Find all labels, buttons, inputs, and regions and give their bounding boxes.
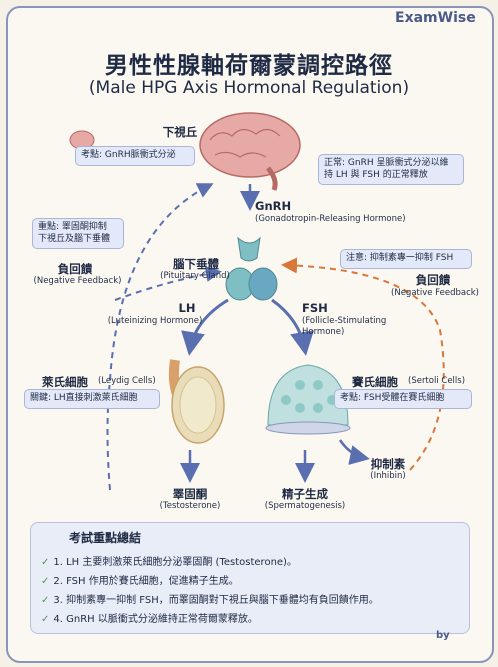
neg-feedback-right-sub: (Negative Feedback): [391, 288, 479, 298]
fsh-arrow: [271, 298, 314, 356]
summary-item: ✓4. GnRH 以脈衝式分泌維持正常荷爾蒙釋放。: [41, 614, 258, 625]
pituitary-icon: [225, 236, 278, 301]
sertoli-note: 考點: FSH受體在賽氏細胞: [334, 389, 472, 409]
neg-feedback-left-label: 負回饋: [57, 262, 93, 276]
testis-icon: [168, 359, 225, 444]
sertoli-sub: (Sertoli Cells): [408, 376, 466, 386]
spermatogenesis-label: 精子生成: [282, 487, 328, 501]
leydig-note: 關鍵: LH直接刺激萊氏細胞: [24, 389, 160, 409]
inhibin-label: 抑制素: [370, 457, 406, 471]
left-note-line1: 重點: 睪固酮抑制: [38, 222, 107, 232]
brand-logo: ExamWise: [395, 10, 476, 26]
gnrh-label: GnRH: [255, 199, 292, 213]
fsh-sub1: (Follicle-Stimulating: [302, 316, 387, 326]
left-feedback-branch: [114, 266, 222, 301]
summary-box: 考試重點總結 ✓1. LH 主要刺激萊氏細胞分泌睪固酮 (Testosteron…: [30, 522, 470, 634]
byline: by: [436, 630, 450, 641]
fsh-sub2: Hormone): [302, 327, 345, 337]
lh-label: LH: [178, 301, 196, 315]
gnrh-sub: (Gonadotropin-Releasing Hormone): [255, 214, 406, 224]
neg-feedback-left-sub: (Negative Feedback): [33, 276, 122, 286]
page-subtitle: (Male HPG Axis Hormonal Regulation): [88, 78, 410, 98]
left-feedback-line: [106, 183, 214, 491]
pituitary-sub: (Pituitary Gland): [160, 271, 230, 281]
check-icon: ✓: [41, 595, 50, 606]
check-icon: ✓: [41, 557, 50, 568]
inhibin-arrow: [338, 439, 370, 465]
hypothalamus-note: 考點: GnRH脈衝式分泌: [75, 146, 195, 166]
neg-feedback-right-label: 負回饋: [415, 273, 451, 287]
hypothalamus-label: 下視丘: [162, 125, 198, 139]
inhibin-sub: (Inhibin): [370, 471, 406, 481]
leydig-sub: (Leydig Cells): [98, 376, 156, 386]
summary-item: ✓3. 抑制素專一抑制 FSH，而睪固酮對下視丘與腦下垂體均有負回饋作用。: [41, 595, 379, 606]
check-icon: ✓: [41, 614, 50, 625]
lh-arrow: [181, 298, 229, 356]
page-title: 男性性腺軸荷爾蒙調控路徑: [105, 53, 393, 79]
brain-icon: [199, 112, 301, 191]
testosterone-sub: (Testosterone): [159, 501, 221, 511]
right-feedback-line: [281, 257, 445, 471]
summary-title: 考試重點總結: [69, 531, 142, 545]
sertoli-label: 賽氏細胞: [352, 375, 398, 389]
lh-sub: (Luteinizing Hormone): [107, 316, 203, 326]
pituitary-label: 腦下垂體: [173, 257, 219, 271]
fsh-label: FSH: [302, 301, 328, 315]
check-icon: ✓: [41, 576, 50, 587]
testosterone-label: 睪固酮: [172, 487, 208, 501]
gnrh-note-line2: 持 LH 與 FSH 的正常釋放: [324, 169, 428, 180]
spermatogenesis-sub: (Spermatogenesis): [264, 501, 346, 511]
left-note-line2: 下視丘及腦下垂體: [38, 233, 111, 244]
right-note: 注意: 抑制素專一抑制 FSH: [340, 249, 472, 269]
leydig-label: 萊氏細胞: [42, 375, 88, 389]
summary-item: ✓1. LH 主要刺激萊氏細胞分泌睪固酮 (Testosterone)。: [41, 557, 297, 568]
summary-item: ✓2. FSH 作用於賽氏細胞，促進精子生成。: [41, 576, 239, 587]
gnrh-note-line1: 正常: GnRH 呈脈衝式分泌以維: [324, 158, 449, 168]
